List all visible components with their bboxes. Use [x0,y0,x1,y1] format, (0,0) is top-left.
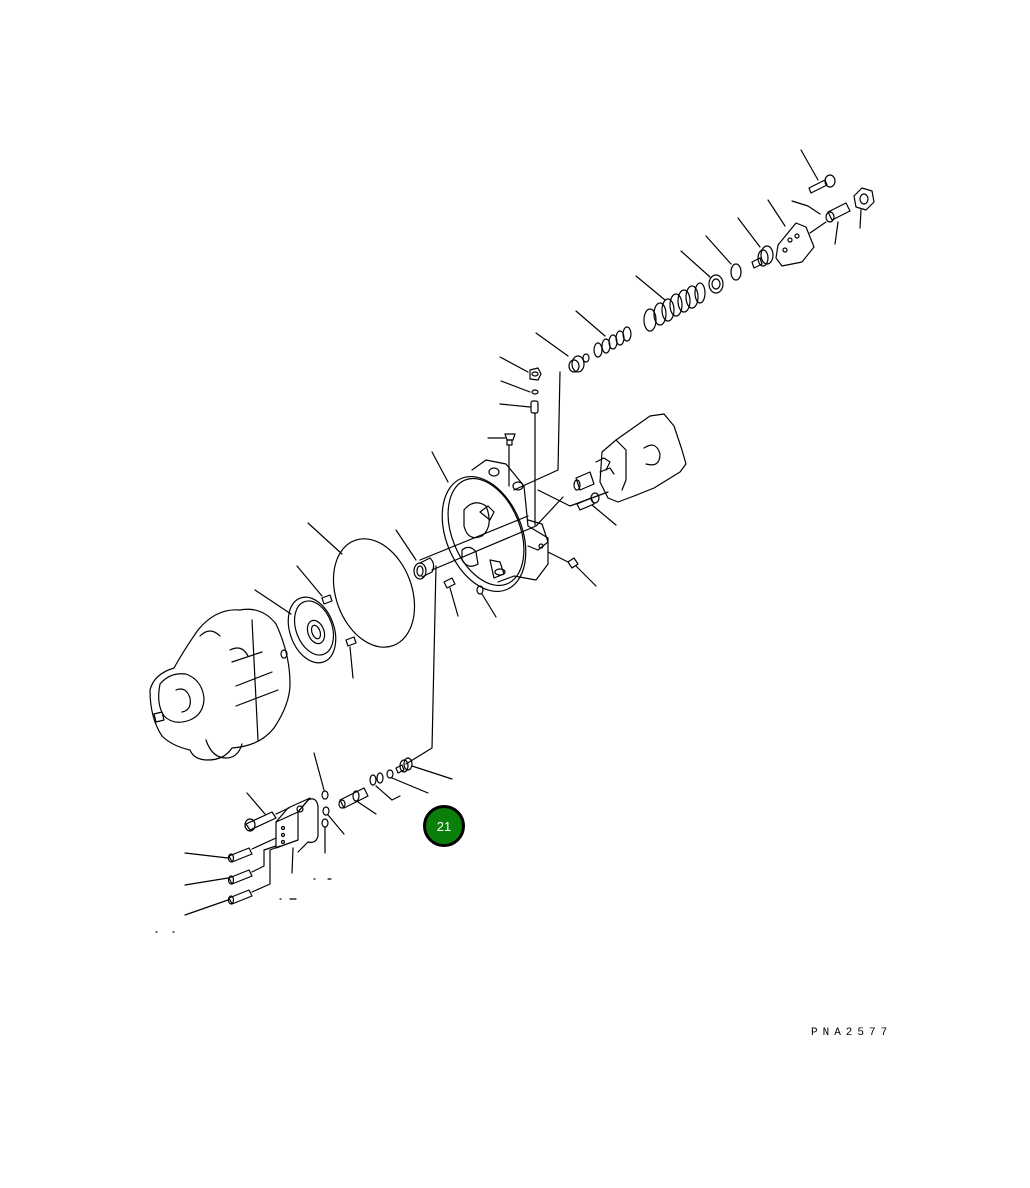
plug-parts [487,356,542,526]
rear-pump-housing [537,413,687,587]
o-ring-small [705,235,742,281]
bottom-fittings [313,752,453,854]
front-pump-housing [149,608,291,761]
bolt-top [800,149,836,194]
callout-marker-21[interactable]: 21 [423,805,465,847]
washer [680,250,724,294]
drawing-id: PNA2577 [811,1027,893,1039]
dowel-pins [296,565,357,679]
callout-label: 21 [436,818,452,834]
spring-large [635,275,706,332]
fitting [809,202,851,245]
valve-plate [254,589,337,664]
bracket-plate [767,199,821,267]
nut [853,187,875,229]
bearing-and-pins [395,529,497,765]
o-ring-large [307,522,416,648]
adjuster-screw [737,217,774,269]
valve-block [155,792,332,933]
relief-valve-parts [513,149,875,491]
pump-cover-body [419,451,564,593]
poppet [513,332,590,491]
spring-small [575,310,632,358]
